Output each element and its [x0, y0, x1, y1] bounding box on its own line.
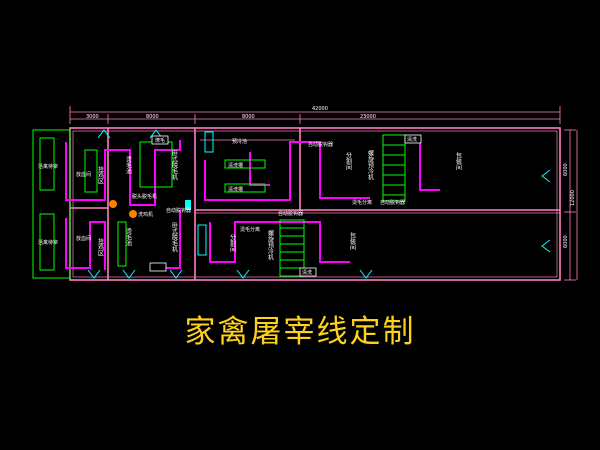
dimension-lines: [69, 106, 578, 281]
label-hanging-top: 挂鸡区: [97, 165, 104, 184]
label-dehair-top: 卧式脱毛机: [171, 149, 178, 181]
label-wash-bottom: 清洗槽: [228, 186, 243, 193]
label-hanging-bottom: 挂鸡区: [97, 237, 104, 256]
motor-marker-top: [109, 200, 117, 208]
page-title: 家禽屠宰线定制: [184, 314, 416, 350]
label-scald-top: 烫毛池: [125, 155, 132, 174]
label-wash: 洗鸡机: [138, 211, 153, 218]
equipment-green: [39, 134, 406, 277]
motor-marker-bottom: [129, 210, 137, 218]
label-auto-right: 自动脱钩器: [308, 141, 333, 148]
dim-right-lower: 6000: [563, 235, 569, 248]
label-pack-bottom: 包装间: [349, 231, 356, 251]
label-wash-top: 清洗槽: [228, 162, 243, 169]
label-cool-top: 螺旋预冷机: [367, 149, 374, 181]
labelled-boxes: [149, 134, 422, 277]
doors-cyan: [87, 129, 551, 279]
outer-yard: [32, 129, 71, 279]
dim-seg1: 3000: [86, 114, 99, 120]
dim-seg4: 23000: [360, 114, 376, 120]
label-cut-bottom: 分割间: [229, 233, 236, 253]
label-wash-upper: 清洗: [407, 136, 417, 143]
label-live-poultry-bottom: 活禽待宰: [38, 239, 58, 246]
dim-seg2: 8000: [146, 114, 159, 120]
label-singe-top: 燎毛: [155, 137, 165, 144]
dim-right-total: 12000: [570, 190, 576, 206]
label-sep-top: 烫毛分离: [352, 199, 372, 206]
dim-seg3: 8000: [242, 114, 255, 120]
spiral-rungs: [280, 144, 405, 269]
label-bleed-top: 放血间: [76, 171, 91, 178]
label-pre-cool: 预冷池: [232, 138, 247, 145]
label-dehair-wax: 脱头脱毛机: [132, 193, 157, 200]
label-cool-bottom: 螺旋预冷机: [267, 229, 274, 261]
floor-plan-drawing: 42000 3000 8000 8000 23000 6000 6000 120…: [32, 106, 578, 281]
label-live-poultry-top: 活禽待宰: [38, 163, 58, 170]
dim-total: 42000: [312, 106, 328, 112]
label-scald-bottom: 烫毛池: [125, 227, 132, 246]
label-dehair-bottom: 卧式脱毛机: [171, 221, 178, 253]
label-auto-mid: 自动脱钩器: [278, 210, 303, 217]
label-sep-mid: 烫毛分离: [240, 226, 260, 233]
label-bleed-bottom: 放血间: [76, 235, 91, 242]
dim-right-upper: 6000: [563, 163, 569, 176]
label-sep-bottom: 自动脱钩器: [380, 199, 405, 206]
label-auto-top: 自动脱钩器: [166, 207, 191, 214]
label-pack-top: 包装间: [455, 151, 462, 171]
label-cut-top: 分割间: [345, 151, 352, 171]
label-wash-lower: 清洗: [302, 269, 312, 276]
